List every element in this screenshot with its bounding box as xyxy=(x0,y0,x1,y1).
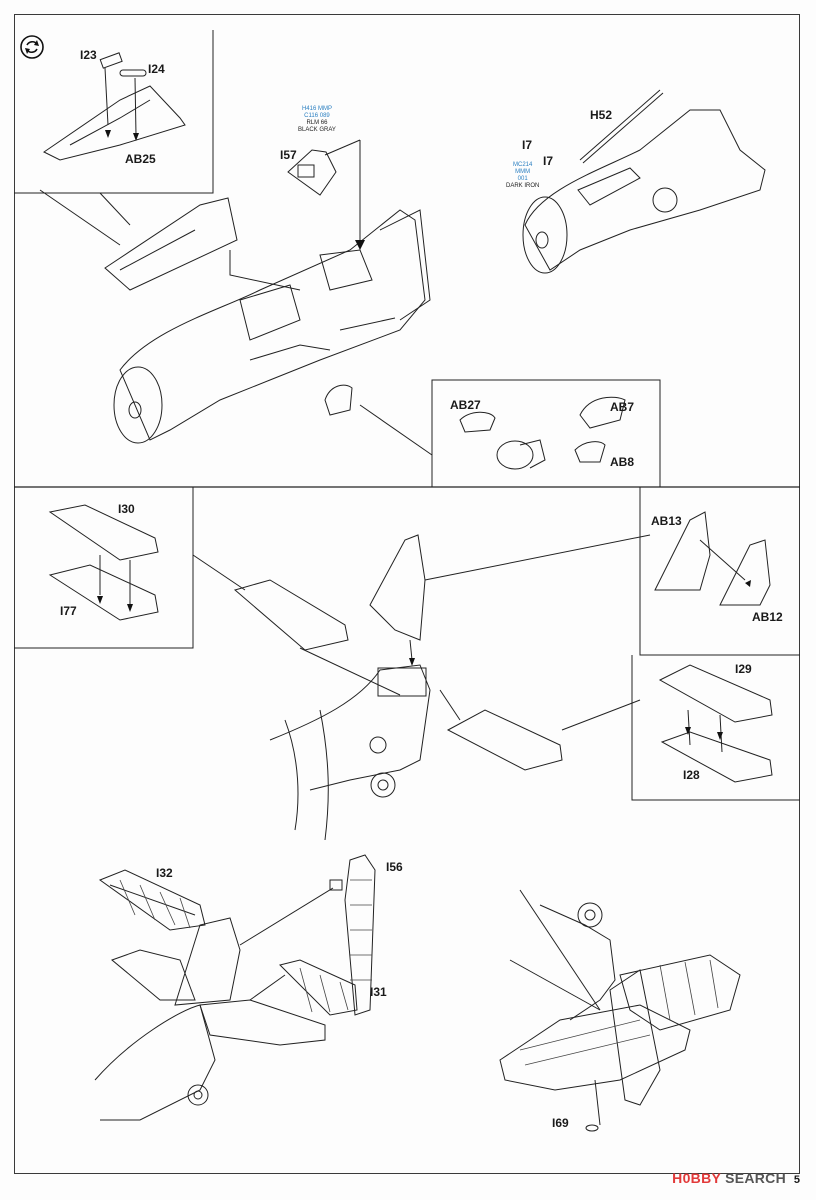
part-label-h52: H52 xyxy=(590,108,613,122)
watermark-brand: H0BBY xyxy=(672,1170,721,1186)
part-label-i7-top: I7 xyxy=(522,138,533,152)
part-label-ab27: AB27 xyxy=(450,398,481,412)
part-label-ab8: AB8 xyxy=(610,455,635,469)
watermark-suffix: SEARCH xyxy=(725,1170,786,1186)
page-frame xyxy=(14,14,800,1174)
paint-code: 001 xyxy=(517,176,528,182)
part-label-i23: I23 xyxy=(80,48,97,62)
paint-code: 089 xyxy=(319,113,330,119)
part-label-ab13: AB13 xyxy=(651,514,682,528)
part-label-i28: I28 xyxy=(683,768,700,782)
part-label-i69: I69 xyxy=(552,1116,569,1130)
watermark: H0BBY SEARCH xyxy=(672,1170,786,1186)
paint-callout-dark-iron: MC214 MMM 001 DARK IRON xyxy=(506,162,539,190)
part-label-i30: I30 xyxy=(118,502,135,516)
part-label-ab12: AB12 xyxy=(752,610,783,624)
paint-code: MC214 xyxy=(513,162,533,168)
part-label-i29: I29 xyxy=(735,662,752,676)
part-label-i24: I24 xyxy=(148,62,165,76)
paint-code: MMM xyxy=(515,169,531,175)
part-label-i56: I56 xyxy=(386,860,403,874)
part-label-i77: I77 xyxy=(60,604,77,618)
paint-name: BLACK GRAY xyxy=(298,127,336,133)
paint-callout-rlm66: H416 MMP C116 089 RLM 66 BLACK GRAY xyxy=(298,106,336,134)
paint-code: MMP xyxy=(317,106,332,112)
part-label-i32: I32 xyxy=(156,866,173,880)
part-label-i7-bottom: I7 xyxy=(543,154,554,168)
part-label-ab7: AB7 xyxy=(610,400,635,414)
paint-name: RLM 66 xyxy=(306,120,328,126)
paint-code: H416 xyxy=(301,106,317,112)
paint-name: DARK IRON xyxy=(506,183,540,189)
part-label-ab25: AB25 xyxy=(125,152,156,166)
part-label-i31: I31 xyxy=(370,985,387,999)
part-label-i57: I57 xyxy=(280,148,297,162)
paint-code: C116 xyxy=(304,113,319,119)
page-number: 5 xyxy=(793,1174,800,1186)
rotate-arrows-icon xyxy=(20,35,44,59)
